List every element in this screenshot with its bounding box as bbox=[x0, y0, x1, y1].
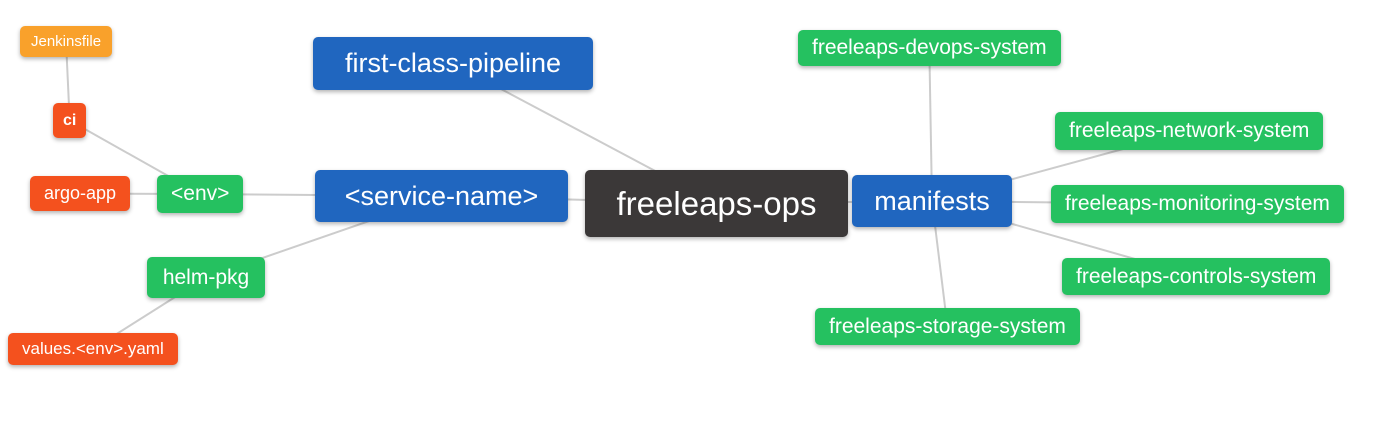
node-env[interactable]: <env> bbox=[157, 175, 244, 213]
node-helm-pkg[interactable]: helm-pkg bbox=[147, 257, 265, 298]
node-freeleaps-controls-system[interactable]: freeleaps-controls-system bbox=[1062, 258, 1331, 295]
node-ci[interactable]: ci bbox=[53, 103, 87, 138]
node-freeleaps-network-system[interactable]: freeleaps-network-system bbox=[1055, 112, 1324, 150]
node-first-class-pipeline[interactable]: first-class-pipeline bbox=[313, 37, 593, 90]
node-freeleaps-devops-system[interactable]: freeleaps-devops-system bbox=[798, 30, 1061, 66]
node-freeleaps-storage-system[interactable]: freeleaps-storage-system bbox=[815, 308, 1080, 345]
node-argo-app[interactable]: argo-app bbox=[30, 176, 131, 211]
node-jenkinsfile[interactable]: Jenkinsfile bbox=[20, 26, 113, 57]
node-manifests[interactable]: manifests bbox=[852, 175, 1012, 227]
node-service-name[interactable]: <service-name> bbox=[315, 170, 568, 222]
node-freeleaps-monitoring-system[interactable]: freeleaps-monitoring-system bbox=[1051, 185, 1344, 223]
node-values-env-yaml[interactable]: values.<env>.yaml bbox=[8, 333, 178, 365]
node-freeleaps-ops-root[interactable]: freeleaps-ops bbox=[585, 170, 848, 237]
